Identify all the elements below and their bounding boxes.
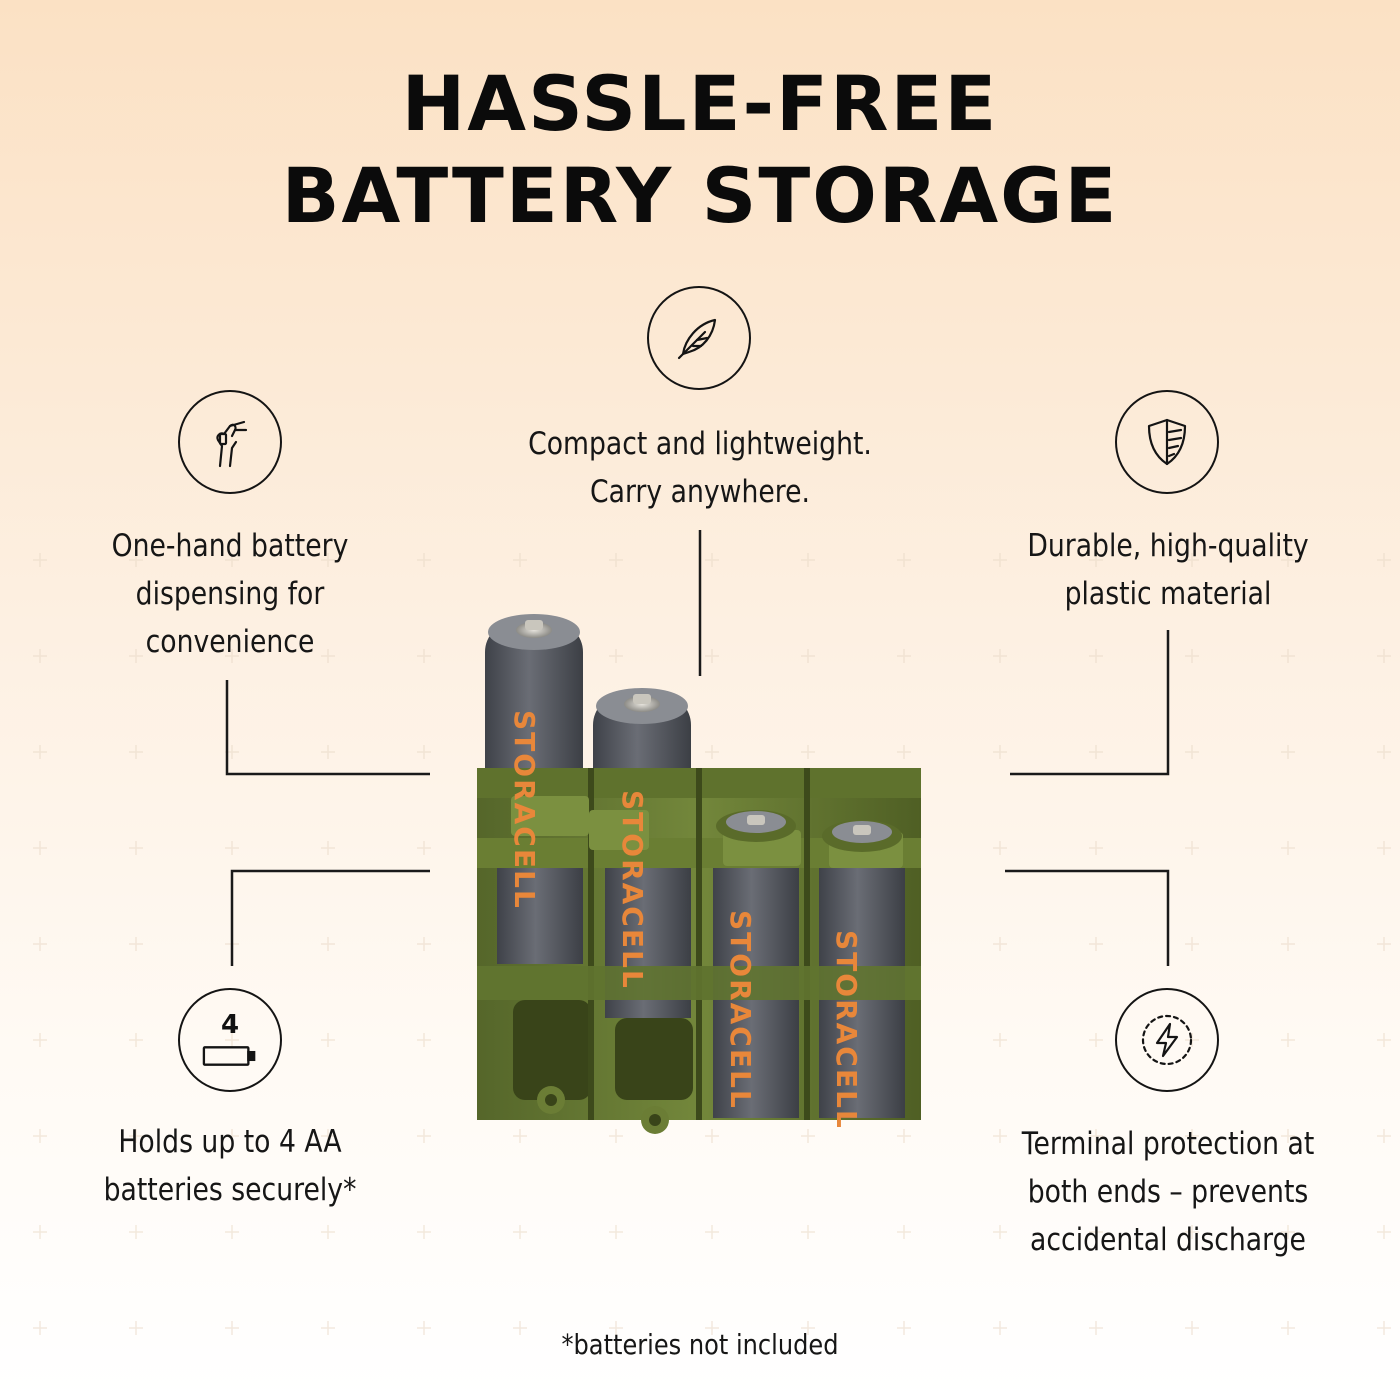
feature-one-hand-line-3: convenience bbox=[145, 624, 315, 660]
feature-compact-line-1: Compact and lightweight. bbox=[528, 426, 872, 462]
battery-count-icon-circle: 4 bbox=[178, 988, 282, 1092]
shield-icon bbox=[1147, 418, 1187, 466]
title-line-1: HASSLE-FREE bbox=[401, 59, 999, 148]
lightning-icon bbox=[1141, 1014, 1193, 1066]
feather-icon-circle bbox=[647, 286, 751, 390]
feature-one-hand-line-2: dispensing for bbox=[135, 576, 325, 612]
feature-terminal-text: Terminal protection at both ends – preve… bbox=[996, 1120, 1340, 1264]
hand-pinch-icon bbox=[216, 420, 248, 468]
feature-holds-line-2: batteries securely* bbox=[103, 1172, 357, 1208]
battery-brand-label-1: STORACELL bbox=[508, 710, 541, 910]
footnote: *batteries not included bbox=[561, 1328, 839, 1361]
feature-terminal-line-3: accidental discharge bbox=[1030, 1222, 1306, 1258]
battery-case-product-image: STORACELL STORACELL STORACELL STORACELL bbox=[477, 614, 921, 1134]
hand-pinch-icon-circle bbox=[178, 390, 282, 494]
feature-one-hand-text: One-hand battery dispensing for convenie… bbox=[58, 522, 402, 666]
title-line-2: BATTERY STORAGE bbox=[281, 151, 1119, 240]
battery-count-icon bbox=[202, 1046, 256, 1066]
page-title: HASSLE-FREE BATTERY STORAGE bbox=[0, 58, 1400, 242]
shield-icon-circle bbox=[1115, 390, 1219, 494]
feather-icon bbox=[677, 318, 717, 360]
battery-case bbox=[477, 768, 921, 1134]
feature-one-hand-line-1: One-hand battery bbox=[111, 528, 349, 564]
battery-brand-label-2: STORACELL bbox=[616, 790, 649, 990]
feature-durable-text: Durable, high-quality plastic material bbox=[996, 522, 1340, 618]
feature-durable-line-1: Durable, high-quality bbox=[1027, 528, 1309, 564]
battery-count-badge: 4 bbox=[220, 1010, 240, 1040]
battery-brand-label-4: STORACELL bbox=[830, 930, 863, 1130]
battery-brand-label-3: STORACELL bbox=[724, 910, 757, 1110]
feature-terminal-line-2: both ends – prevents bbox=[1027, 1174, 1309, 1210]
feature-compact-text: Compact and lightweight. Carry anywhere. bbox=[528, 420, 872, 516]
feature-terminal-line-1: Terminal protection at bbox=[1021, 1126, 1315, 1162]
feature-durable-line-2: plastic material bbox=[1064, 576, 1272, 612]
feature-holds-text: Holds up to 4 AA batteries securely* bbox=[58, 1118, 402, 1214]
lightning-icon-circle bbox=[1115, 988, 1219, 1092]
feature-holds-line-1: Holds up to 4 AA bbox=[118, 1124, 342, 1160]
feature-compact-line-2: Carry anywhere. bbox=[589, 474, 811, 510]
